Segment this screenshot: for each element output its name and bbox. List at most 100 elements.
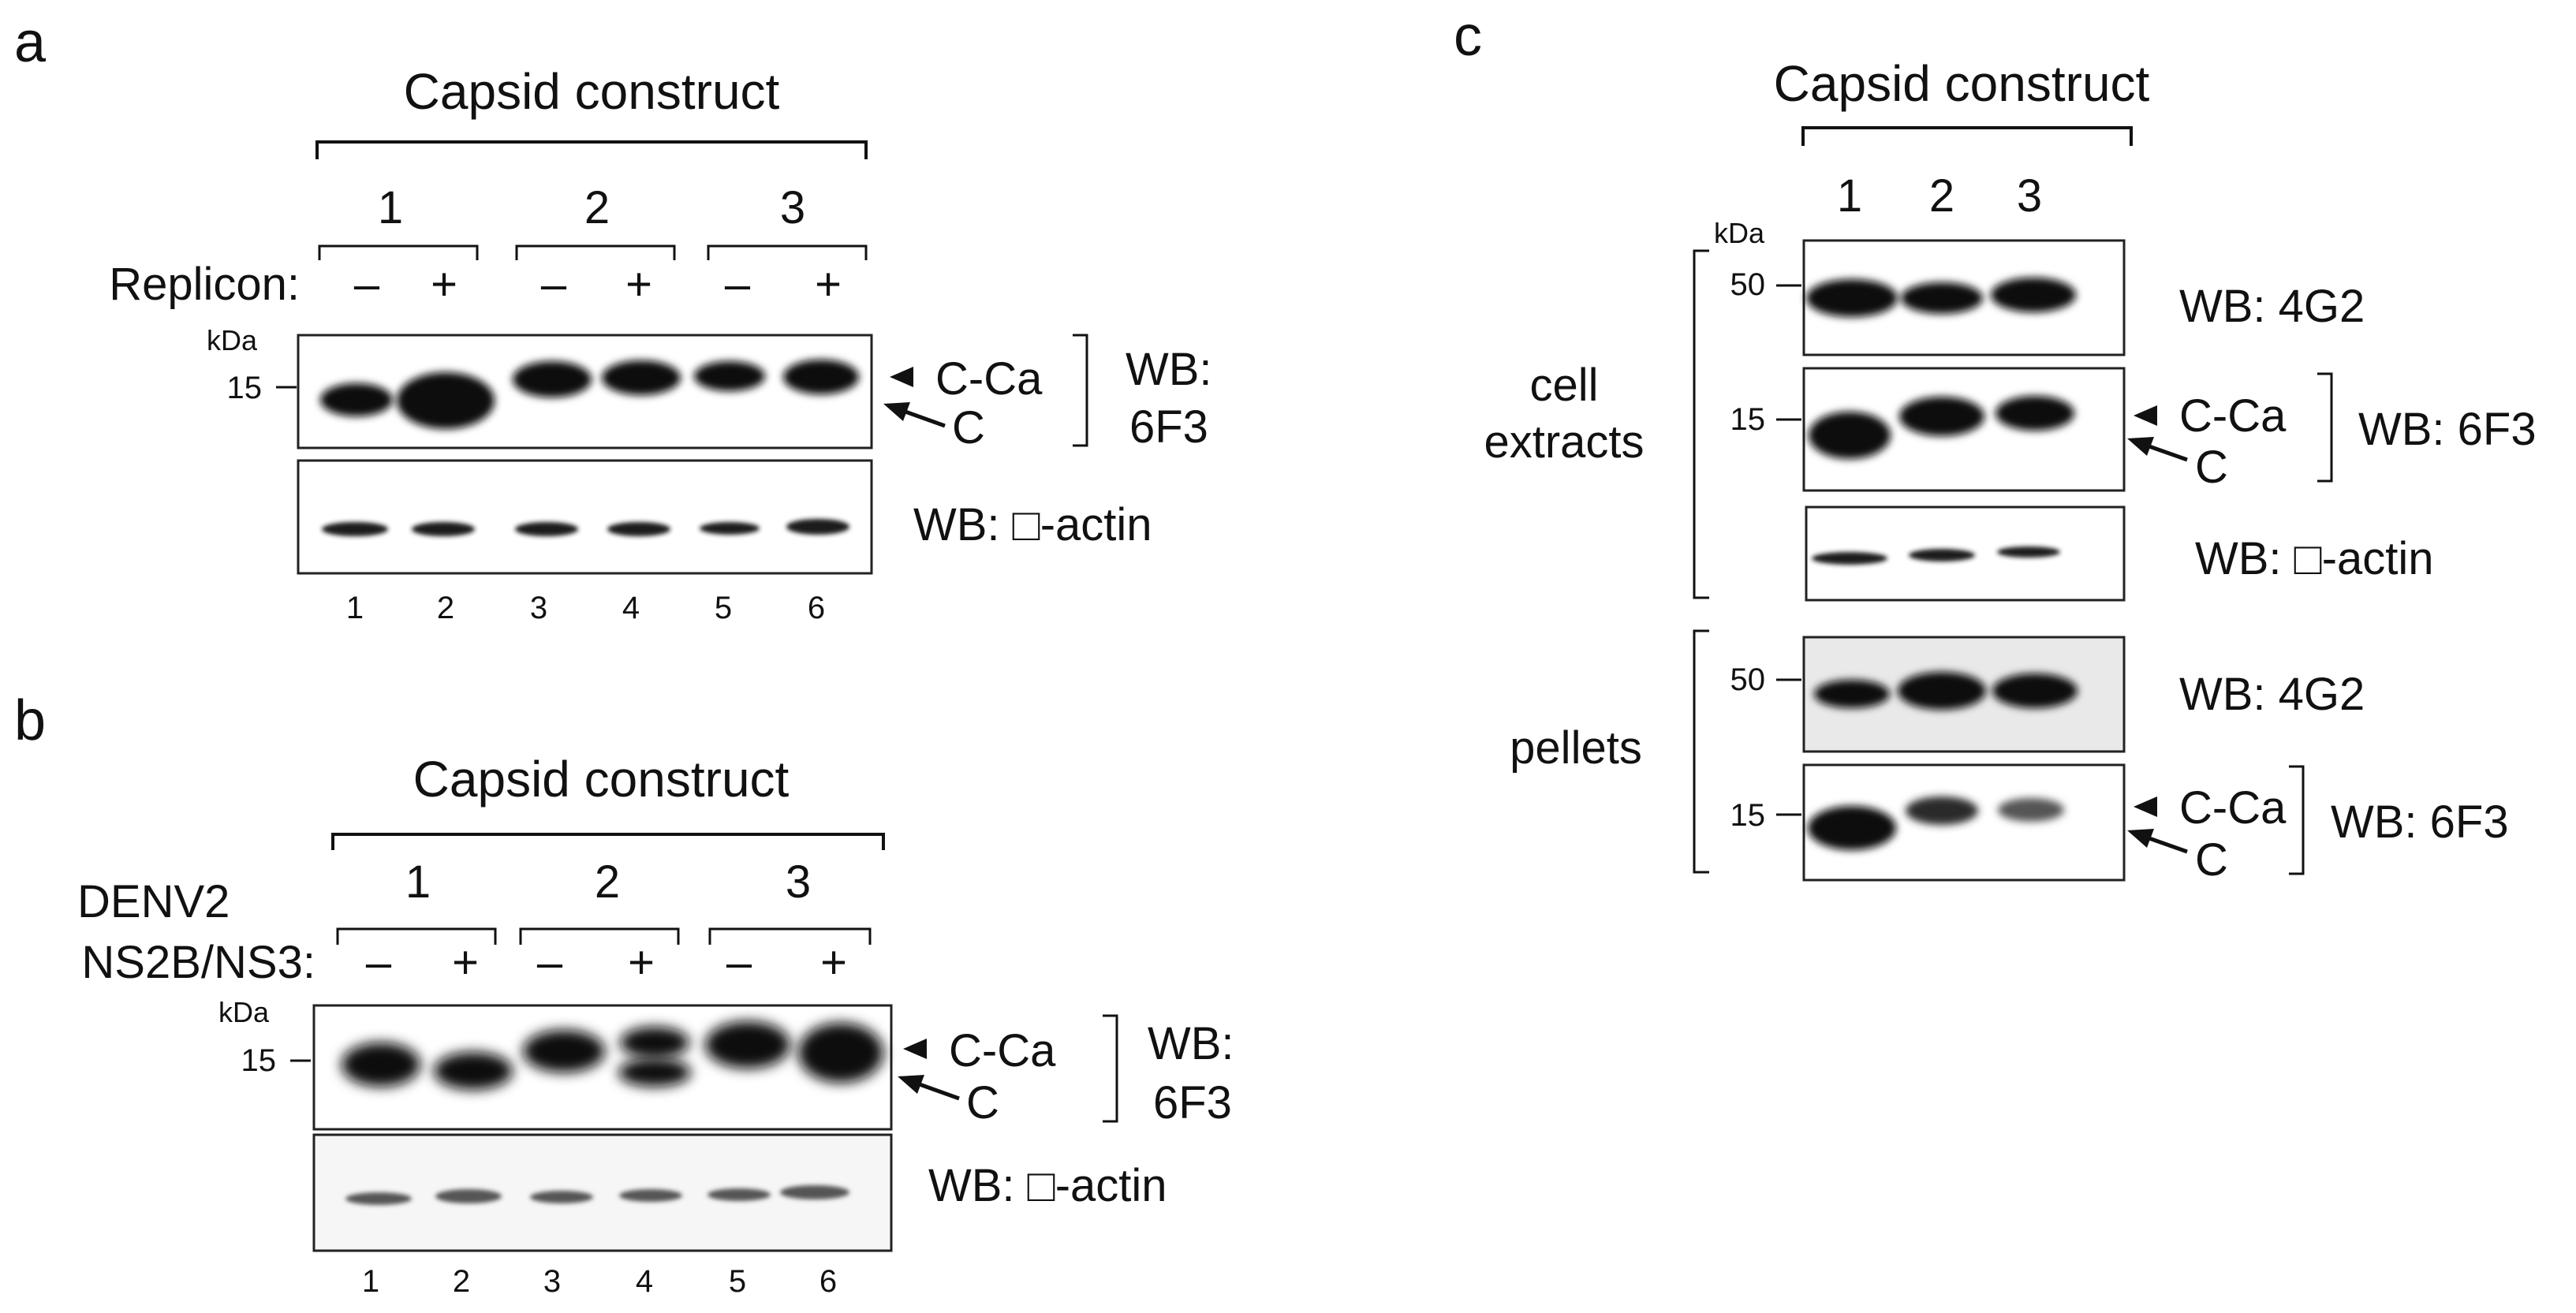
panel-a-lane-1: 1 [346, 591, 364, 625]
panel-c-bracket-pellets [1693, 629, 1709, 874]
band [1997, 546, 2060, 558]
panel-c-bracket-6f3-b [2289, 765, 2305, 875]
panel-b-bands-6f3 [342, 1021, 883, 1090]
band [345, 1192, 412, 1205]
panel-a-arrowhead-upper [890, 367, 913, 387]
panel-c-arrowhead-lower-b [2127, 829, 2154, 848]
panel-b-group-bracket-1 [336, 927, 497, 945]
panel-c-bracket-cell-extracts [1693, 249, 1709, 599]
panel-c-title-bracket [1801, 126, 2133, 146]
panel-b-group-3: 3 [786, 856, 811, 908]
panel-a-group-2: 2 [584, 182, 610, 233]
panel-b-sign-4: + [628, 937, 655, 988]
band [1992, 673, 2078, 708]
panel-c-cell-label-line2: extracts [1484, 416, 1644, 468]
panel-b-band-upper: C-Ca [949, 1025, 1056, 1076]
panel-b-sign-6: + [820, 937, 847, 988]
panel-c-group-3: 3 [2017, 170, 2042, 222]
panel-a-wb-top-line2: 6F3 [1129, 401, 1208, 453]
panel-c-bands-6f3-a [1809, 396, 2074, 459]
panel-a-sign-6: + [815, 259, 842, 310]
band [1906, 796, 1978, 825]
band [1898, 672, 1986, 710]
panel-c-marker-15-a: 15 [1730, 402, 1766, 437]
band [523, 1030, 605, 1072]
panel-c-kda: kDa [1714, 217, 1765, 249]
panel-a-group-bracket-2 [515, 244, 676, 260]
panel-a-letter: a [14, 11, 47, 74]
panel-a-group-1: 1 [378, 182, 403, 233]
panel-a-lane-2: 2 [437, 591, 454, 625]
panel-c-group-1: 1 [1837, 170, 1862, 222]
panel-b-bracket-6f3 [1103, 1014, 1118, 1123]
band [322, 522, 388, 536]
panel-c-pellets-label: pellets [1510, 722, 1642, 774]
panel-a-blot-actin [297, 459, 873, 575]
panel-b-arrowhead-upper [903, 1039, 927, 1059]
band [513, 361, 592, 397]
panel-c-bands-actin [1812, 546, 2060, 565]
panel-b-wb-top-line2: 6F3 [1153, 1077, 1232, 1128]
panel-a-marker-15: 15 [227, 371, 263, 405]
panel-b-sign-3: – [537, 937, 563, 988]
panel-b-title-bracket [331, 833, 885, 850]
panel-b-letter: b [14, 689, 46, 752]
panel-a-group-3: 3 [780, 182, 805, 233]
panel-a-arrowhead-lower [883, 402, 910, 421]
panel-b-wb-top-line1: WB: [1148, 1018, 1234, 1069]
panel-b-lane-5: 5 [729, 1264, 746, 1299]
band [515, 522, 578, 536]
panel-c-band-lower-b: C [2195, 834, 2228, 886]
band [320, 383, 393, 416]
panel-a-bands-6f3 [320, 360, 859, 429]
band [705, 1021, 790, 1069]
panel-c-arrow-lower-line-a [2146, 443, 2188, 462]
band [530, 1191, 593, 1203]
panel-c-bands-4g2-a [1806, 278, 2076, 317]
band [786, 519, 849, 535]
panel-a-wb-top-line1: WB: [1126, 344, 1212, 395]
panel-b-lane-1: 1 [362, 1264, 379, 1299]
panel-b-arrow-lower-line [917, 1081, 960, 1101]
panel-c-title: Capsid construct [1774, 55, 2150, 112]
panel-a-lane-5: 5 [715, 591, 732, 625]
band [1806, 279, 1898, 317]
panel-a-sign-5: – [725, 259, 751, 310]
panel-c-marker-50-a: 50 [1730, 267, 1766, 302]
band [1909, 549, 1975, 561]
band [783, 360, 859, 394]
panel-c-bands-6f3-b [1808, 796, 2064, 850]
panel-b-wb-actin: WB: □-actin [928, 1160, 1167, 1211]
band [1901, 282, 1983, 314]
panel-a-title: Capsid construct [404, 63, 780, 120]
panel-c-bracket-6f3-a [2317, 372, 2333, 483]
panel-c-wb-actin: WB: □-actin [2195, 533, 2434, 584]
panel-a-title-bracket [315, 140, 868, 159]
panel-b-bands-actin [345, 1185, 849, 1205]
panel-a-group-bracket-1 [318, 244, 479, 260]
panel-b-group-2: 2 [595, 856, 620, 908]
band [435, 1189, 502, 1203]
panel-a-lane-6: 6 [808, 591, 825, 625]
panel-c-marker-15-b: 15 [1730, 798, 1766, 833]
panel-b-row-label-line1: DENV2 [77, 876, 230, 927]
band [1808, 806, 1896, 850]
panel-b-arrowhead-lower [898, 1075, 924, 1094]
panel-c-arrowhead-lower-a [2127, 437, 2154, 456]
panel-c-wb-6f3-a: WB: 6F3 [2358, 404, 2537, 455]
band [619, 1189, 682, 1202]
band [1899, 397, 1984, 436]
panel-a-kda: kDa [207, 324, 258, 356]
panel-c-band-upper-b: C-Ca [2179, 782, 2287, 834]
band [1809, 412, 1891, 459]
band [798, 1023, 883, 1083]
panel-b-group-bracket-3 [708, 927, 872, 945]
panel-c-band-upper-a: C-Ca [2179, 390, 2287, 442]
panel-a-group-bracket-3 [707, 244, 868, 260]
band [620, 1027, 689, 1058]
panel-a: a Capsid construct 1 2 3 Replicon: – + –… [14, 11, 1212, 625]
panel-c-wb-4g2-b: WB: 4G2 [2179, 669, 2365, 720]
panel-c: c Capsid construct 1 2 3 kDa cell extrac… [1454, 5, 2537, 886]
panel-b-kda: kDa [218, 996, 270, 1028]
